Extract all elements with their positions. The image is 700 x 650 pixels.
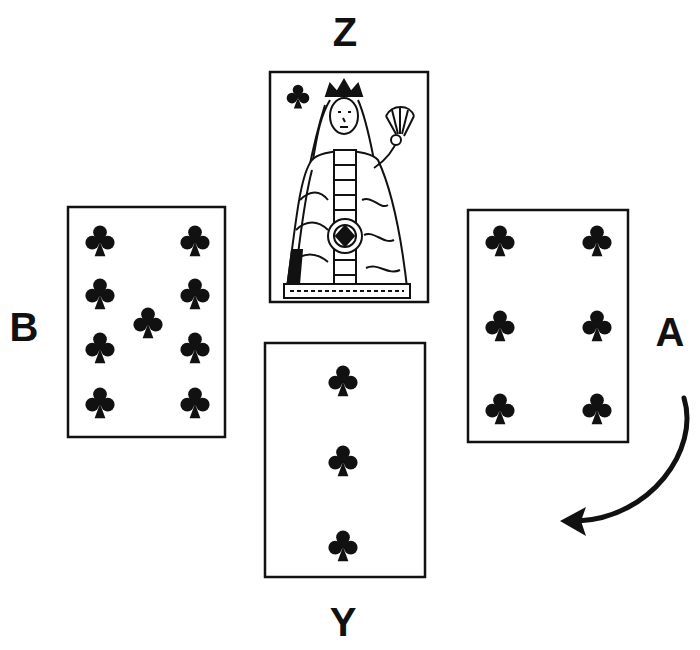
playing-card: [68, 207, 225, 437]
playing-card: [265, 343, 425, 577]
seat-letter: B: [10, 307, 39, 347]
seat-letter: A: [656, 312, 685, 352]
seat-letter: Y: [330, 602, 357, 642]
direction-arrow: [560, 398, 687, 536]
playing-card: [270, 72, 428, 302]
playing-card: [468, 210, 628, 442]
seat-letter: Z: [333, 12, 357, 52]
club-pips: [485, 226, 611, 425]
club-pips: [328, 366, 357, 562]
queen-figure: [284, 80, 414, 298]
club-pip: [287, 85, 310, 109]
club-pips: [85, 226, 209, 419]
